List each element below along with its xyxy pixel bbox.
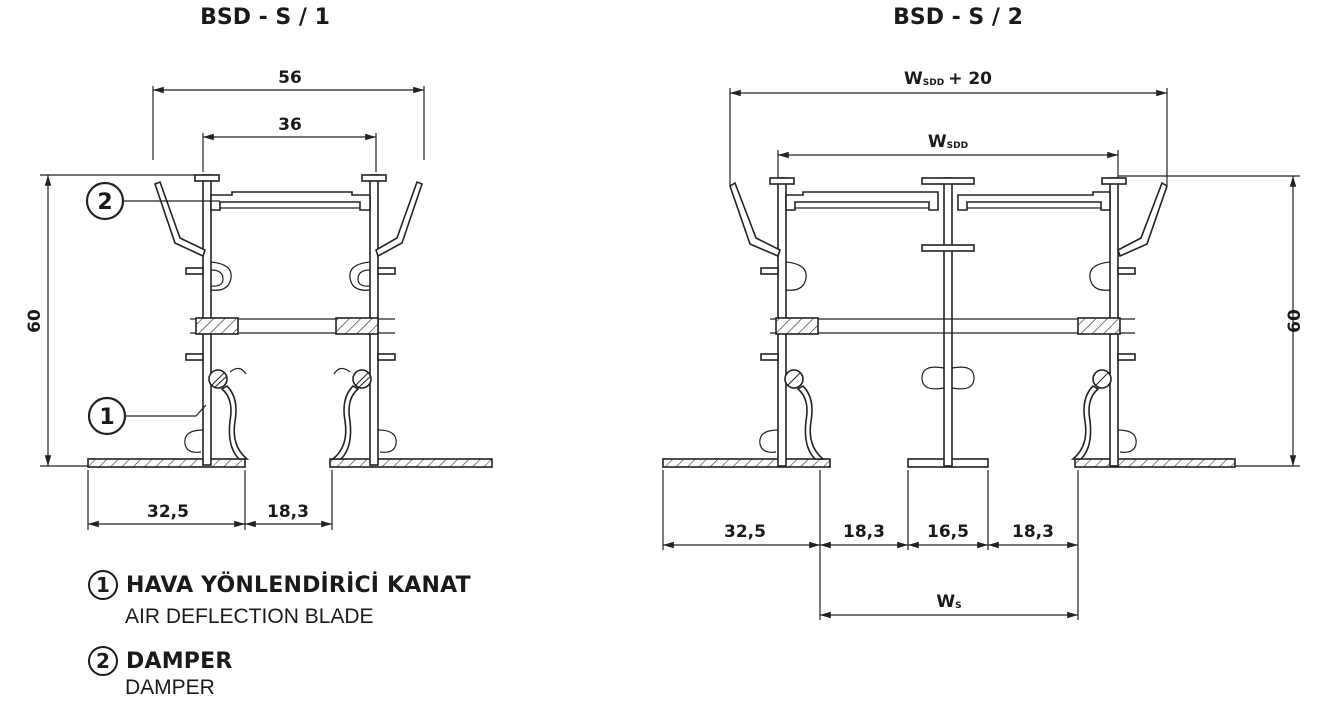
right-dim-16-5: 16,5 <box>927 522 969 542</box>
left-dim-32-5: 32,5 <box>147 502 189 522</box>
left-dim-36: 36 <box>278 115 302 135</box>
right-dim-18-3-a: 18,3 <box>843 522 885 542</box>
left-dim-18-3: 18,3 <box>267 502 309 522</box>
legend-number-2: 2 <box>88 646 118 676</box>
right-profile-drawing: WSDD+ 20 WSDD 60 <box>662 69 1305 620</box>
left-profile-drawing: 56 36 60 <box>25 68 493 530</box>
right-title: BSD - S / 2 <box>893 5 1023 30</box>
right-dim-wsdd: WSDD <box>928 132 968 152</box>
left-marker-1: 1 <box>99 405 114 430</box>
legend-title-1: HAVA YÖNLENDİRİCİ KANAT <box>126 572 471 598</box>
right-dim-ws: WS <box>936 592 961 612</box>
legend-subtitle-1: AIR DEFLECTION BLADE <box>125 605 374 628</box>
right-dim-wsdd20: WSDD+ 20 <box>904 69 992 89</box>
right-dim-60: 60 <box>1285 309 1305 333</box>
left-dim-60: 60 <box>25 309 45 333</box>
right-dim-18-3-b: 18,3 <box>1012 522 1054 542</box>
legend-item-1: 1 HAVA YÖNLENDİRİCİ KANAT <box>88 570 471 600</box>
right-dim-32-5: 32,5 <box>724 522 766 542</box>
legend-title-2: DAMPER <box>126 648 233 674</box>
left-dim-56: 56 <box>278 68 302 88</box>
left-marker-2: 2 <box>97 190 112 215</box>
left-title: BSD - S / 1 <box>200 5 330 30</box>
legend-item-2: 2 DAMPER <box>88 646 232 676</box>
legend-subtitle-2: DAMPER <box>125 676 215 699</box>
legend-number-1: 1 <box>88 570 118 600</box>
